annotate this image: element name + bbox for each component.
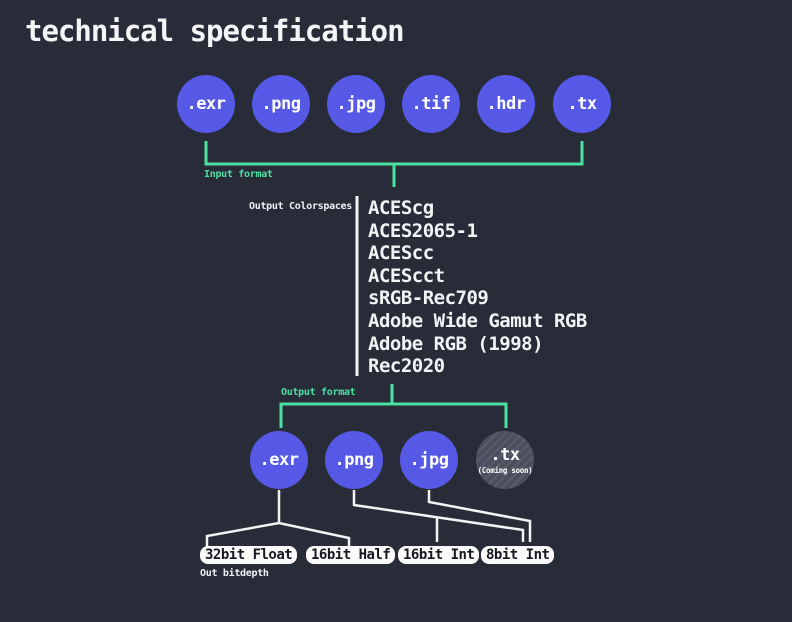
page-title: technical specification	[25, 14, 405, 48]
bitdepth-pill-8bit-int: 8bit Int	[481, 546, 555, 564]
exr-branch-line	[205, 521, 351, 547]
bitdepth-pill-32bit-float: 32bit Float	[200, 546, 298, 564]
input-node-png-label: .png	[261, 94, 301, 114]
input-node-tif-label: .tif	[411, 94, 451, 114]
colorspace-item: Rec2020	[368, 355, 445, 378]
colorspace-item: Adobe Wide Gamut RGB	[368, 309, 587, 332]
output-node-jpg: .jpg	[400, 431, 458, 489]
colorspace-item: sRGB-Rec709	[368, 287, 489, 310]
jpg-branch-line	[427, 490, 532, 542]
colorspace-item: Adobe RGB (1998)	[368, 332, 544, 355]
output-node-exr-label: .exr	[259, 450, 299, 470]
output-node-exr: .exr	[250, 431, 308, 489]
colorspace-item: ACEScct	[368, 264, 445, 287]
colorspace-item: ACES2065-1	[368, 219, 478, 242]
colorspace-item: ACEScc	[368, 242, 434, 265]
colorspace-item: ACEScg	[368, 197, 434, 219]
output-bracket-line	[279, 402, 508, 428]
input-node-jpg-label: .jpg	[336, 94, 376, 114]
bitdepth-pill-16bit-int: 16bit Int	[398, 546, 480, 564]
output-node-png: .png	[325, 431, 383, 489]
input-format-label: Input format	[204, 169, 273, 180]
output-format-label: Output format	[281, 387, 356, 398]
input-node-hdr: .hdr	[477, 75, 535, 133]
input-node-tx: .tx	[553, 75, 611, 133]
out-bitdepth-label: Out bitdepth	[200, 568, 269, 579]
input-node-tx-label: .tx	[567, 94, 597, 114]
output-node-tx-label: .tx	[490, 445, 520, 465]
output-node-jpg-label: .jpg	[409, 450, 449, 470]
input-bracket-line	[204, 141, 584, 166]
output-colorspaces-label: Output Colorspaces	[249, 201, 352, 212]
input-node-hdr-label: .hdr	[486, 94, 526, 114]
input-node-exr-label: .exr	[186, 94, 226, 114]
bitdepth-pill-16bit-half: 16bit Half	[306, 546, 396, 564]
input-node-jpg: .jpg	[327, 75, 385, 133]
png-branch-line	[352, 490, 525, 542]
output-node-png-label: .png	[334, 450, 374, 470]
colorspace-list: ACEScg ACES2065-1 ACEScc ACEScct sRGB-Re…	[368, 197, 587, 378]
input-node-png: .png	[252, 75, 310, 133]
input-node-tif: .tif	[402, 75, 460, 133]
output-node-tx-coming-soon: .tx (Coming soon)	[476, 431, 534, 489]
input-node-exr: .exr	[177, 75, 235, 133]
output-node-tx-note: (Coming soon)	[477, 466, 533, 475]
